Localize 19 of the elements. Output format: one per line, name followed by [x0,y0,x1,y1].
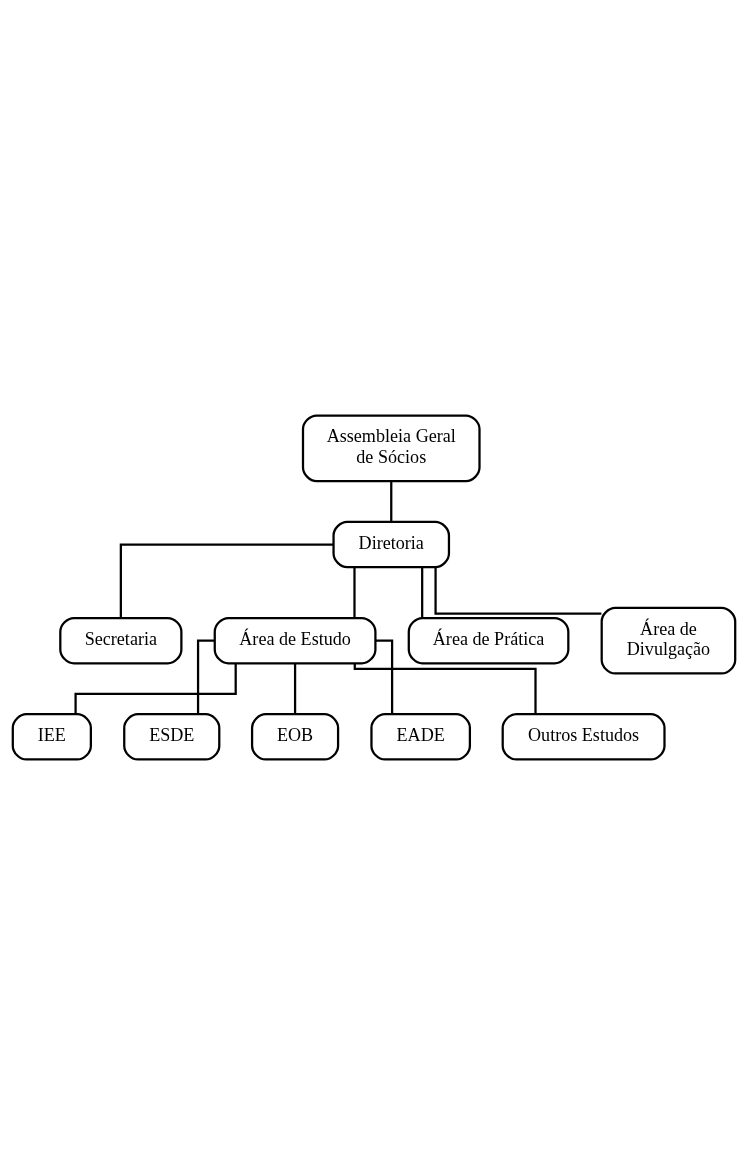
connector [421,567,424,618]
connector [390,481,393,522]
node-box: Área de Estudo [213,616,377,665]
node-box: EADE [370,713,471,761]
connector [74,663,237,714]
node-box: EOB [250,713,340,761]
node-box: Área de Divulgação [600,606,737,675]
node-box: ESDE [123,713,221,761]
node-box: IEE [11,713,92,761]
node-box: Assembleia Geral de Sócios [301,414,481,483]
connector [434,567,602,615]
node-box: Área de Prática [407,616,570,665]
node-box: Outros Estudos [501,713,666,761]
connector [293,663,297,714]
connector [119,543,334,618]
connector [353,567,356,618]
node-box: Secretaria [59,616,183,665]
node-box: Diretoria [332,520,451,569]
connector [353,663,537,714]
